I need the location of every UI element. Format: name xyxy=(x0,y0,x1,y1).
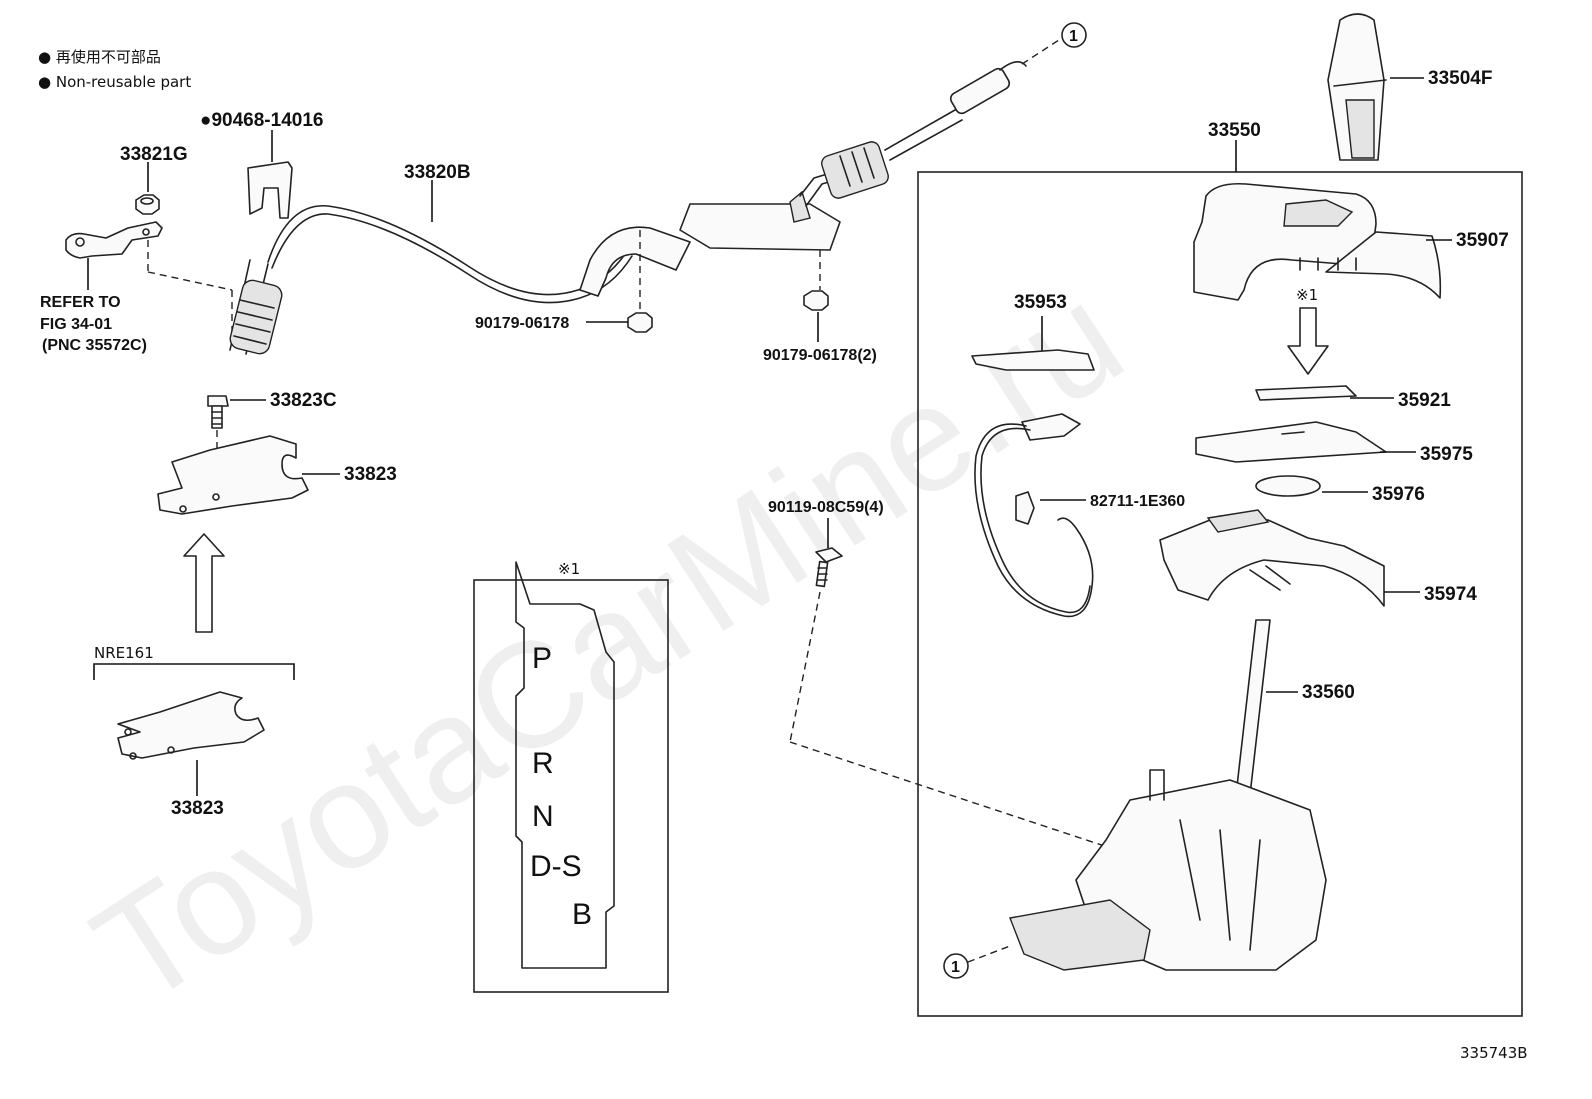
label-35953: 35953 xyxy=(1014,292,1067,313)
cover-35975 xyxy=(1195,421,1387,463)
nut-33821g xyxy=(135,194,160,215)
arrow-down-icon xyxy=(1287,307,1329,375)
ref-circle-bottom-label: 1 xyxy=(951,959,960,976)
label-nre161: NRE161 xyxy=(94,644,154,662)
gate-b: B xyxy=(572,898,592,931)
shift-gate-inset xyxy=(473,579,669,993)
label-33823-lower: 33823 xyxy=(171,798,224,819)
label-90468-14016: ●90468-14016 xyxy=(200,110,323,131)
label-90119-08c59: 90119-08C59(4) xyxy=(768,499,884,516)
ref-circle-top xyxy=(1061,22,1087,48)
gate-r: R xyxy=(532,747,554,780)
shift-knob-33504f xyxy=(1327,13,1387,161)
figure-id: 335743B xyxy=(1460,1044,1528,1062)
label-33504f: 33504F xyxy=(1428,68,1492,89)
bolt-33823c xyxy=(207,395,229,429)
screw-90119 xyxy=(815,547,843,588)
shift-lever-assembly-box xyxy=(917,171,1523,1017)
label-33820b: 33820B xyxy=(404,162,471,183)
housing-35974 xyxy=(1159,509,1385,607)
label-90179-06178: 90179-06178 xyxy=(475,315,569,332)
label-35976: 35976 xyxy=(1372,484,1425,505)
label-refer-line2: FIG 34-01 xyxy=(40,316,112,333)
clip-90468 xyxy=(247,161,293,219)
gate-ds: D-S xyxy=(530,850,582,883)
label-33550: 33550 xyxy=(1208,120,1261,141)
label-33823-upper: 33823 xyxy=(344,464,397,485)
gate-note: ※1 xyxy=(558,560,580,578)
label-35921: 35921 xyxy=(1398,390,1451,411)
bracket-refer xyxy=(65,221,163,259)
label-33821g: 33821G xyxy=(120,144,188,165)
console-cover-35907 xyxy=(1193,182,1442,301)
ref-circle-bottom xyxy=(943,953,969,979)
label-33823c: 33823C xyxy=(270,390,337,411)
label-33560: 33560 xyxy=(1302,682,1355,703)
legend-line-japanese: ● 再使用不可部品 xyxy=(38,48,161,66)
disc-35976 xyxy=(1255,475,1321,497)
watermark: ToyotaCarMine.ru xyxy=(66,251,1150,1037)
ref-circle-top-label: 1 xyxy=(1069,28,1078,45)
wire-harness-82711 xyxy=(974,413,1094,618)
nut-90179-b xyxy=(803,290,829,311)
label-90179-06178-2: 90179-06178(2) xyxy=(763,347,877,364)
plate-35921 xyxy=(1255,385,1357,401)
bracket-33823-lower xyxy=(117,691,265,760)
nut-90179-a xyxy=(627,312,653,333)
plate-35953 xyxy=(971,349,1095,371)
shift-gate-plate xyxy=(515,561,615,969)
label-35974: 35974 xyxy=(1424,584,1477,605)
gate-n: N xyxy=(532,800,554,833)
arrow-up-icon xyxy=(183,533,225,633)
gate-p: P xyxy=(532,642,552,675)
label-refer-line3: (PNC 35572C) xyxy=(42,337,147,354)
label-35907: 35907 xyxy=(1456,230,1509,251)
shift-cable-33820b xyxy=(229,61,1027,355)
note-1: ※1 xyxy=(1296,286,1318,304)
label-refer-line1: REFER TO xyxy=(40,294,121,311)
bracket-33823-upper xyxy=(157,435,309,515)
shift-lever-33560 xyxy=(1009,619,1327,971)
legend-line-english: ● Non-reusable part xyxy=(38,73,191,91)
label-35975: 35975 xyxy=(1420,444,1473,465)
label-82711-1e360: 82711-1E360 xyxy=(1090,493,1185,510)
